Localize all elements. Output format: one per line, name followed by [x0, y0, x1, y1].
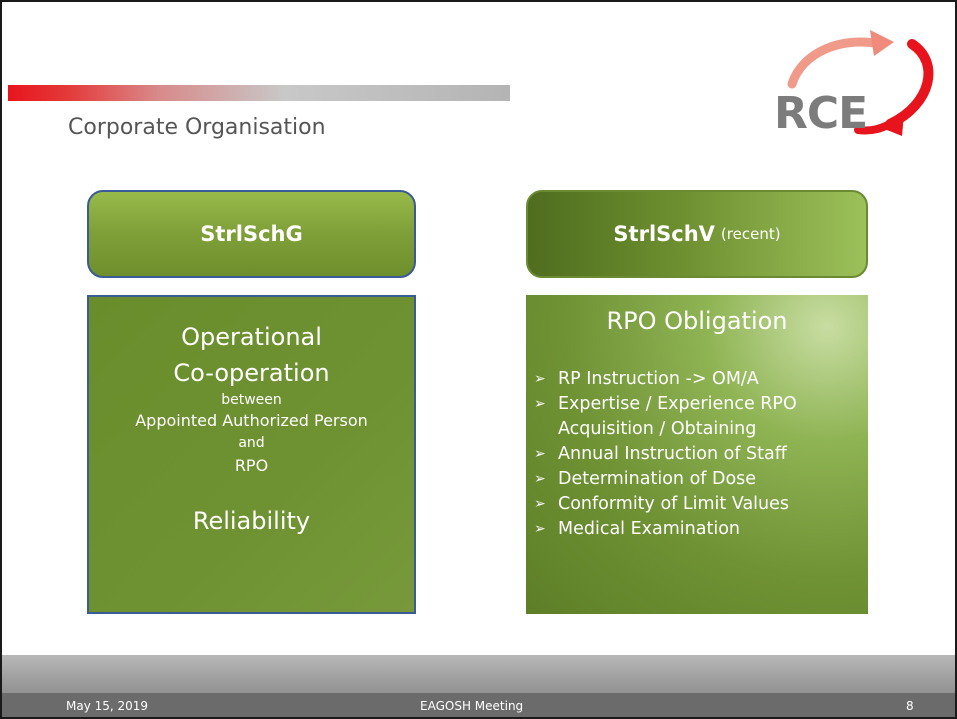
- strlschv-subtitle: (recent): [720, 225, 781, 243]
- box-line-appointed: Appointed Authorized Person: [135, 411, 368, 430]
- box-line-reliability: Reliability: [192, 507, 311, 535]
- footer-page-number: 8: [906, 699, 914, 713]
- footer-strip: [2, 693, 955, 717]
- strlschg-label: StrlSchG: [87, 190, 416, 278]
- rce-logo-arrows-icon: [787, 30, 934, 136]
- operational-cooperation-box: Operational Co-operation between Appoint…: [87, 295, 416, 614]
- slide-title: Corporate Organisation: [68, 115, 326, 140]
- list-item: ➢Expertise / Experience RPO: [534, 392, 797, 417]
- box-line-operational: Operational: [181, 323, 322, 351]
- arrowhead-bullet-icon: ➢: [534, 396, 546, 412]
- rce-logo: RCE: [762, 22, 942, 142]
- strlschv-label: StrlSchV (recent): [526, 190, 868, 278]
- arrowhead-bullet-icon: ➢: [534, 496, 546, 512]
- title-accent-bar: [8, 85, 510, 101]
- arrowhead-bullet-icon: ➢: [534, 446, 546, 462]
- footer-event: EAGOSH Meeting: [420, 699, 524, 713]
- arrowhead-bullet-icon: ➢: [534, 471, 546, 487]
- box-line-and: and: [238, 435, 265, 451]
- logo-text: RCE: [774, 88, 868, 139]
- slide-footer: May 15, 2019 EAGOSH Meeting 8: [2, 655, 955, 717]
- rpo-obligation-heading: RPO Obligation: [606, 307, 788, 335]
- list-item: ➢Conformity of Limit Values: [534, 492, 797, 517]
- list-item: ➢Annual Instruction of Staff: [534, 442, 797, 467]
- box-line-rpo: RPO: [234, 456, 269, 475]
- box-line-cooperation: Co-operation: [173, 359, 330, 387]
- strlschv-title: StrlSchV: [613, 222, 715, 246]
- arrowhead-bullet-icon: ➢: [534, 521, 546, 537]
- list-item: ➢RP Instruction -> OM/A: [534, 367, 797, 392]
- rpo-obligation-box: RPO Obligation ➢RP Instruction -> OM/A ➢…: [526, 295, 868, 614]
- box-line-between: between: [221, 392, 282, 408]
- strlschg-title: StrlSchG: [200, 222, 303, 246]
- list-item: ➢Determination of Dose: [534, 467, 797, 492]
- arrowhead-bullet-icon: ➢: [534, 371, 546, 387]
- rpo-obligation-list: ➢RP Instruction -> OM/A ➢Expertise / Exp…: [534, 367, 797, 542]
- list-item: ➢Medical Examination: [534, 517, 797, 542]
- footer-date: May 15, 2019: [66, 699, 149, 713]
- list-item: Acquisition / Obtaining: [558, 419, 757, 439]
